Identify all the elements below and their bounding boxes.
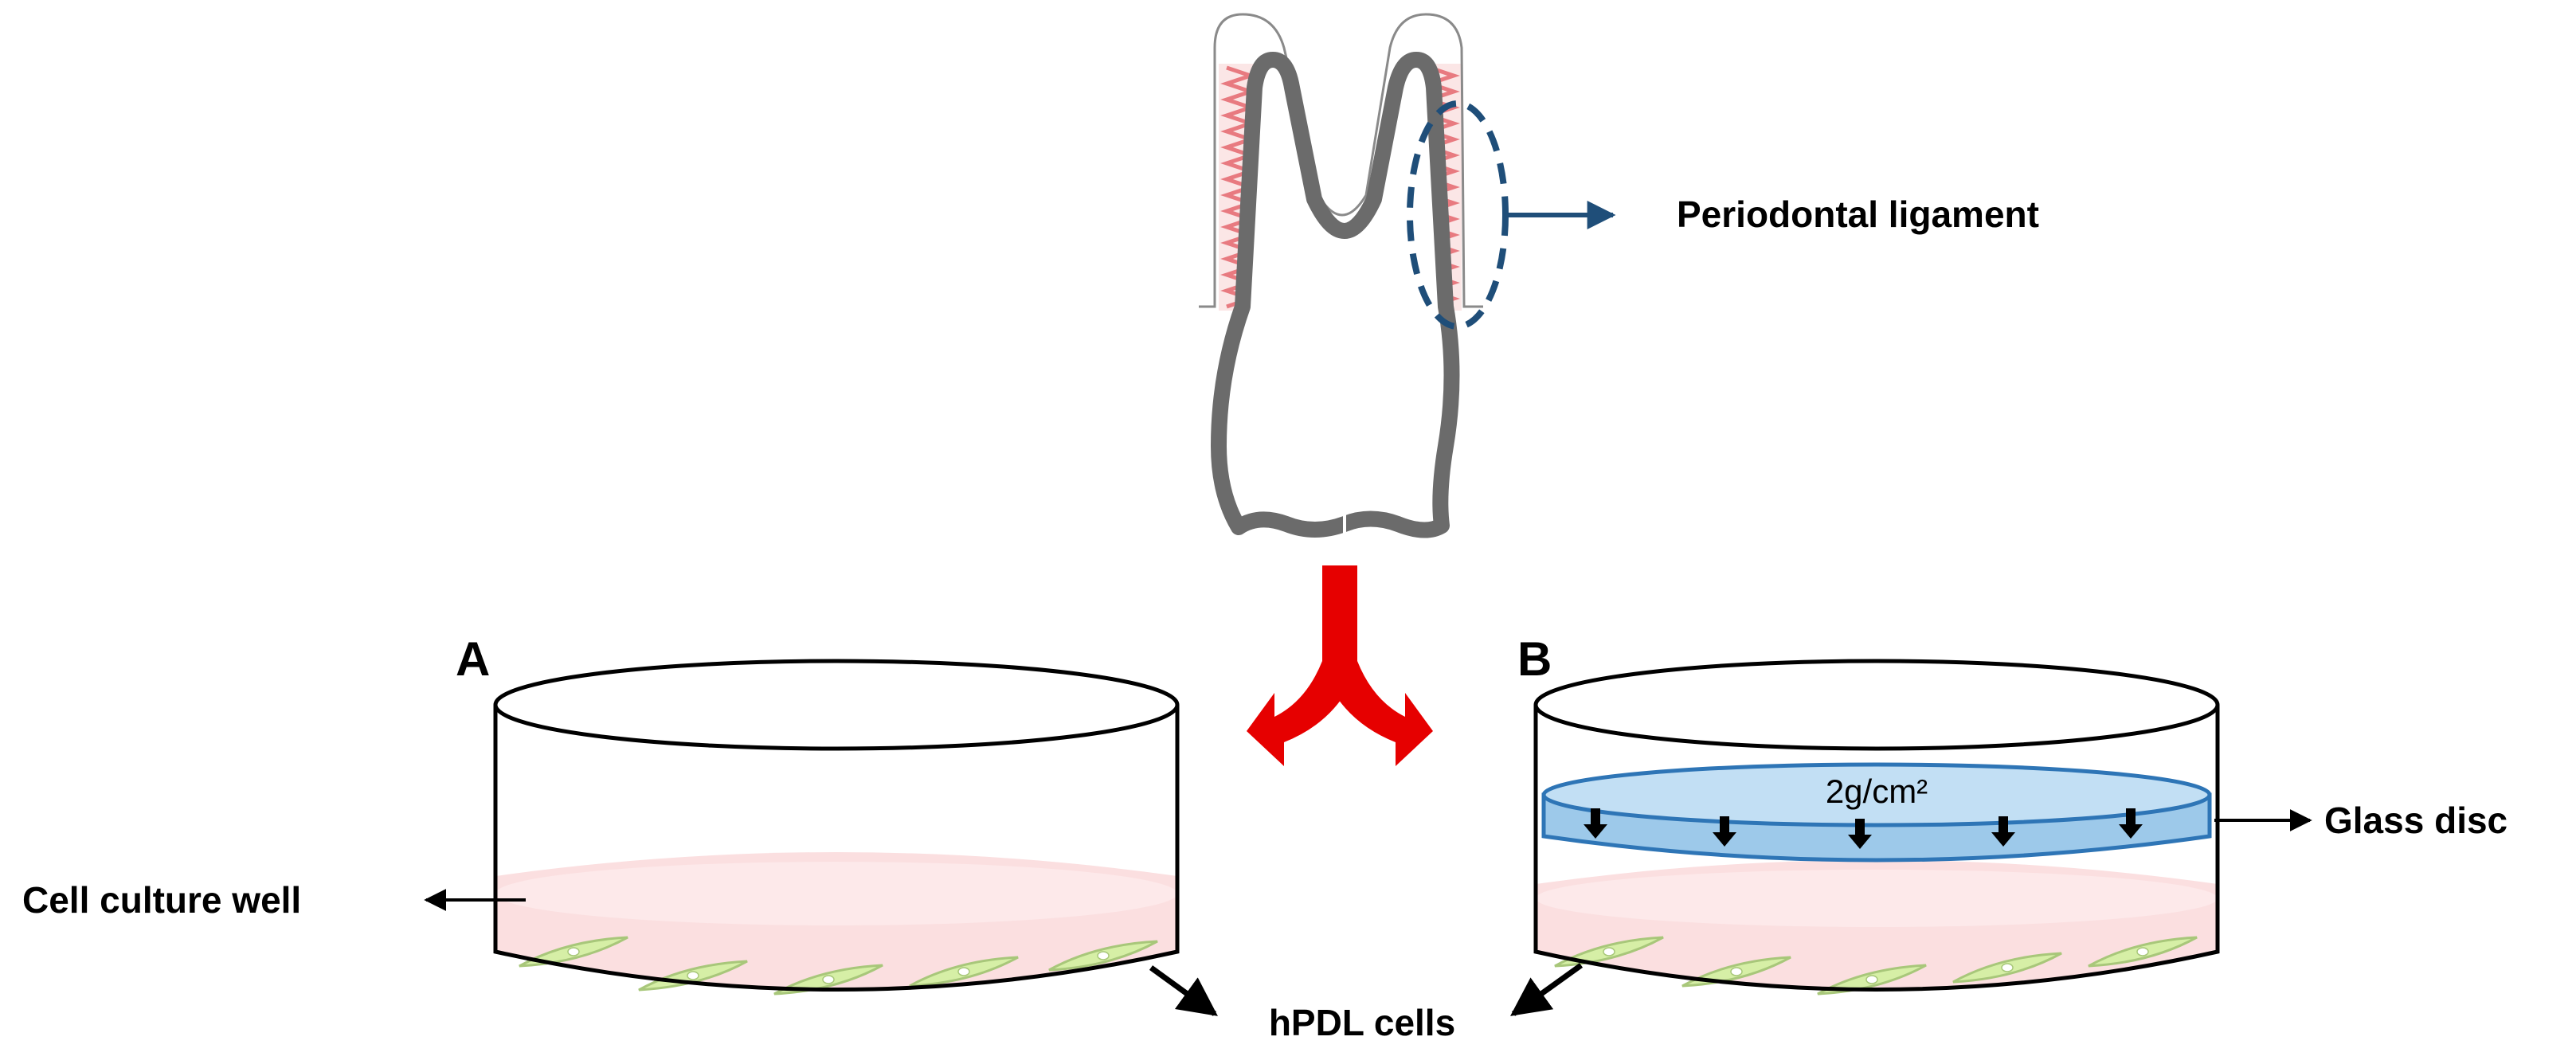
gum-outline <box>1199 13 1483 308</box>
label-cell-culture-well: Cell culture well <box>22 879 301 921</box>
split-arrow <box>1247 565 1433 766</box>
panel-label-a: A <box>456 632 490 686</box>
pressure-label: 2g/cm² <box>1826 773 1928 810</box>
tooth-diagram <box>1199 13 1483 538</box>
well-b-rim <box>1533 659 2220 751</box>
well-a-medium-surface <box>495 862 1177 925</box>
culture-well-b: 2g/cm² <box>1533 659 2220 996</box>
panel-label-b: B <box>1517 632 1552 686</box>
label-hpdl-cells: hPDL cells <box>1269 1002 1455 1043</box>
tooth-outline <box>1211 52 1460 538</box>
hpdl-arrow-left <box>1149 965 1218 1016</box>
label-periodontal-ligament: Periodontal ligament <box>1677 194 2039 235</box>
well-a-rim <box>493 659 1180 751</box>
well-b-medium-surface <box>1536 870 2218 927</box>
hpdl-arrow-right <box>1510 963 1584 1016</box>
culture-well-a <box>493 659 1180 996</box>
well-a-walls <box>493 705 1180 992</box>
ligament-highlight-ellipse <box>1407 100 1509 330</box>
well-b-walls <box>1533 705 2220 992</box>
glass-disc <box>1541 762 2212 863</box>
ligament-fibers-right <box>1423 65 1460 309</box>
label-glass-disc: Glass disc <box>2324 800 2507 841</box>
